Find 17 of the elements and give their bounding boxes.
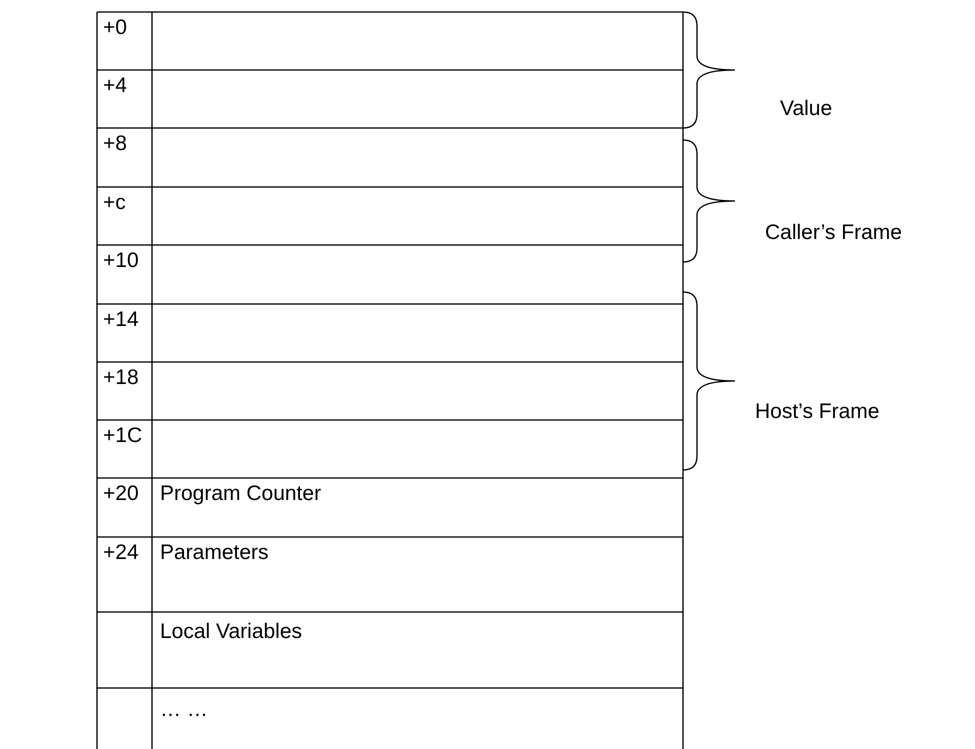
offset-label: +c <box>103 191 126 215</box>
offset-label: +14 <box>103 308 139 332</box>
bracket-label: Value <box>780 97 832 121</box>
row-label: … … <box>160 698 208 722</box>
offset-label: +10 <box>103 249 139 273</box>
offset-label: +0 <box>103 16 127 40</box>
offset-label: +8 <box>103 132 127 156</box>
bracket-label: Host’s Frame <box>755 400 880 424</box>
row-label: Parameters <box>160 541 269 565</box>
row-label: Program Counter <box>160 482 322 506</box>
offset-label: +1C <box>103 424 142 448</box>
offset-label: +18 <box>103 366 139 390</box>
offset-label: +4 <box>103 74 127 98</box>
bracket-label: Caller’s Frame <box>765 221 902 245</box>
offset-label: +24 <box>103 541 139 565</box>
offset-label: +20 <box>103 482 139 506</box>
row-label: Local Variables <box>160 620 302 644</box>
